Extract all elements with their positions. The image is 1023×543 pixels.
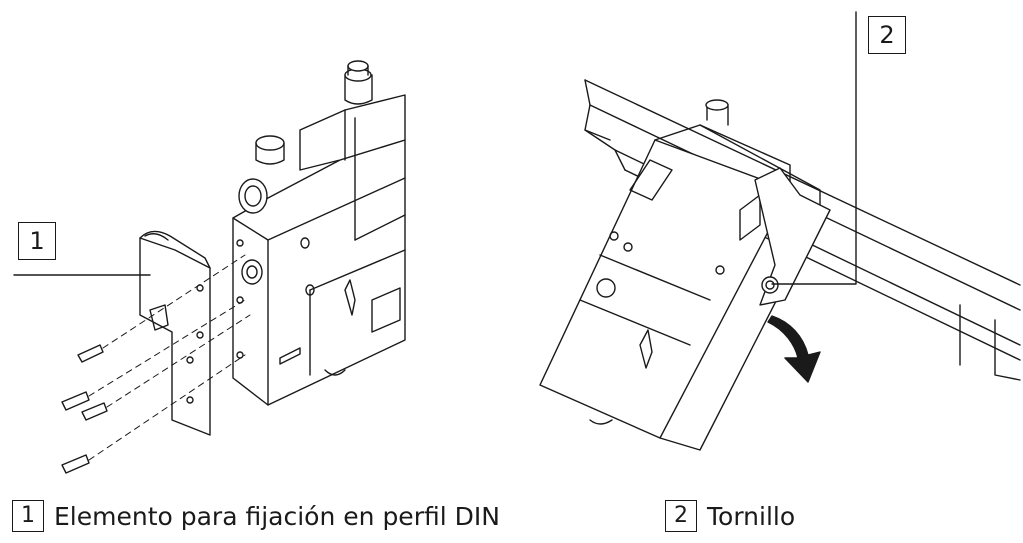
left-dashed-guides [88, 254, 251, 461]
left-mounting-bracket [139, 230, 211, 436]
left-valve-unit [232, 60, 406, 406]
legend-1-text: Elemento para fijación en perfil DIN [54, 502, 500, 531]
legend-2-number: 2 [674, 503, 688, 528]
callout-1-box: 1 [18, 222, 56, 260]
rotation-arrow-icon [767, 315, 821, 383]
callout-2-leader [771, 11, 857, 285]
legend-1-number: 1 [21, 503, 35, 528]
callout-2-box: 2 [868, 16, 906, 54]
callout-1-number: 1 [29, 227, 45, 255]
callout-2-number: 2 [879, 21, 895, 49]
legend-2-text: Tornillo [707, 502, 796, 531]
left-screws [61, 344, 108, 474]
legend-1-number-box: 1 [12, 500, 44, 532]
legend-2-number-box: 2 [665, 500, 697, 532]
right-clip [754, 167, 831, 306]
